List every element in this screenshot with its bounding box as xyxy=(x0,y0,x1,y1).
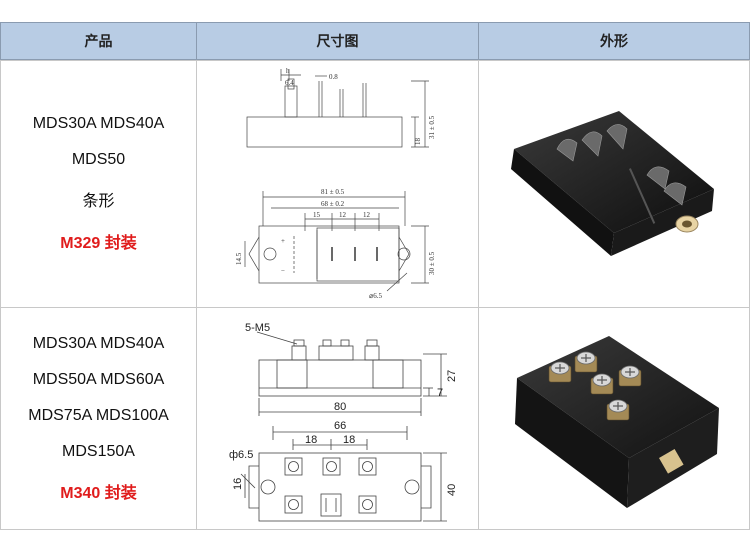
row1-product-cell: MDS30A MDS40A MDS50 条形 M329 封装 xyxy=(0,60,197,308)
row1-package-label: M329 封装 xyxy=(60,235,137,252)
row2-product-line: MDS75A MDS100A xyxy=(28,406,169,424)
label-width-a: 16 xyxy=(232,478,244,490)
row2-package-label: M340 封装 xyxy=(60,484,137,502)
header-dimension-drawing: 尺寸图 xyxy=(196,22,479,60)
row2-drawing-cell: 5-M5 27 7 80 66 18 18 ф6.5 16 40 xyxy=(196,307,479,530)
row2-dimension-drawing: 5-M5 27 7 80 66 18 18 ф6.5 16 40 xyxy=(229,322,458,522)
header-appearance: 外形 xyxy=(478,22,750,60)
label-len-outer: 81 ± 0.5 xyxy=(321,188,345,196)
row1-product-line: MDS30A MDS40A xyxy=(32,115,165,132)
label-pitch-a: 15 xyxy=(313,211,321,219)
row1-module-photo xyxy=(511,111,714,256)
row2-product-line: MDS30A MDS40A xyxy=(32,334,165,352)
label-plus: + xyxy=(281,237,285,245)
terminal-screws xyxy=(548,351,642,421)
row2-product-line: MDS150A xyxy=(62,442,135,460)
label-pitch-b: 18 xyxy=(343,434,355,446)
row2-product-cell: MDS30A MDS40A MDS50A MDS60A MDS75A MDS10… xyxy=(0,307,197,530)
row1-dimension-drawing: h 6.4 0.8 18 31 ± 0.5 81 ± 0.5 68 ± 0.2 … xyxy=(235,67,436,300)
top-body xyxy=(258,225,400,284)
row2-product-line: MDS50A MDS60A xyxy=(32,370,165,388)
label-len-outer: 80 xyxy=(334,401,346,413)
label-thickness: 0.8 xyxy=(329,73,338,81)
label-pin-width: 6.4 xyxy=(285,79,294,87)
header-product: 产品 xyxy=(0,22,197,60)
label-width-b: 40 xyxy=(446,484,458,496)
label-hole: ⌀6.5 xyxy=(369,292,382,300)
label-width-left: 14.5 xyxy=(235,252,243,265)
label-height-total: 31 ± 0.5 xyxy=(428,115,436,139)
label-pitch-b: 12 xyxy=(339,211,347,219)
row2-photo-cell xyxy=(478,307,750,530)
label-pitch-a: 18 xyxy=(305,434,317,446)
row1-drawing-cell: h 6.4 0.8 18 31 ± 0.5 81 ± 0.5 68 ± 0.2 … xyxy=(196,60,479,308)
label-height: 27 xyxy=(446,370,458,382)
label-minus: − xyxy=(281,267,285,275)
label-width-total: 30 ± 0.5 xyxy=(428,251,436,275)
row2-module-photo xyxy=(515,336,719,508)
label-h: h xyxy=(286,67,290,75)
label-screws: 5-M5 xyxy=(245,322,270,334)
label-len-inner: 68 ± 0.2 xyxy=(321,200,345,208)
label-pitch-c: 12 xyxy=(363,211,371,219)
label-base: 7 xyxy=(437,387,443,399)
row1-photo-cell xyxy=(478,60,750,308)
label-hole: ф6.5 xyxy=(229,449,253,461)
label-len-inner: 66 xyxy=(334,420,346,432)
row1-product-line: MDS50 xyxy=(71,151,126,168)
label-body-h: 18 xyxy=(414,138,422,146)
side-body xyxy=(246,116,403,148)
row1-product-line: 条形 xyxy=(82,193,115,210)
